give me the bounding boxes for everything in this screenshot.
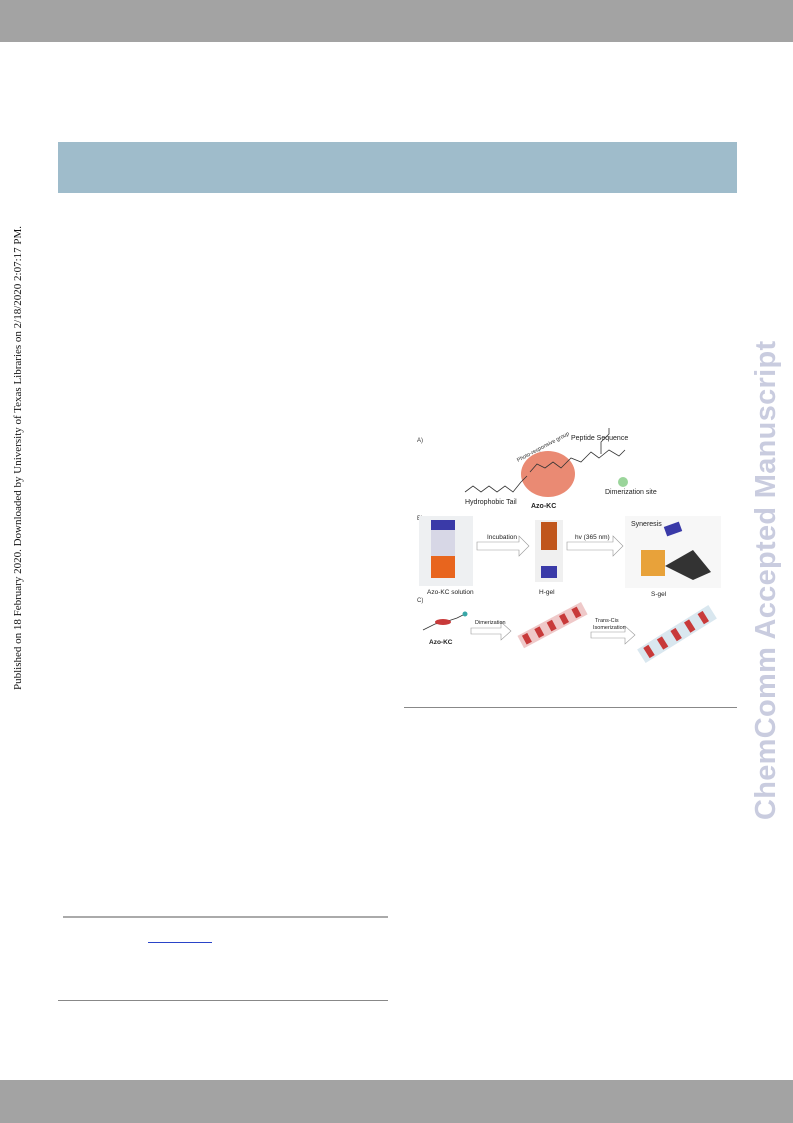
dimerization-site-marker bbox=[618, 477, 628, 487]
solution-vial-liquid bbox=[431, 556, 455, 578]
hgel-vial-cap bbox=[541, 566, 557, 578]
footnote-rule-top bbox=[63, 916, 388, 918]
panel-c-azo-label: Azo-KC bbox=[429, 639, 453, 646]
accepted-manuscript-watermark: ChemComm Accepted Manuscript bbox=[750, 340, 782, 820]
hgel-label: H-gel bbox=[539, 589, 555, 596]
dimerization-label: Dimerization bbox=[475, 620, 506, 626]
footer-bar bbox=[0, 1080, 793, 1123]
isomerized-azo-unit bbox=[683, 619, 696, 633]
hgel-vial-gel bbox=[541, 522, 557, 550]
sgel-label: S-gel bbox=[651, 591, 667, 598]
stacked-fibril bbox=[517, 602, 588, 649]
footnote-rule-bottom bbox=[58, 1000, 388, 1001]
incubation-label: Incubation bbox=[487, 534, 517, 541]
figure-graphic: A) Photo-responsive group Peptide Sequen… bbox=[417, 428, 721, 664]
isomerized-azo-unit bbox=[656, 636, 669, 650]
fibril-azo-unit bbox=[559, 613, 570, 625]
panel-c-label: C) bbox=[417, 598, 423, 604]
incubation-arrow bbox=[476, 535, 530, 557]
solution-label: Azo-KC solution bbox=[427, 589, 474, 596]
hydrophobic-chain bbox=[464, 475, 528, 493]
isomerized-azo-unit bbox=[697, 610, 710, 625]
azo-highlight bbox=[521, 451, 575, 497]
irradiation-arrow bbox=[566, 535, 624, 557]
syneresis-label: Syneresis bbox=[631, 521, 662, 528]
figure-caption-rule bbox=[404, 707, 737, 708]
hydrophobic-tail-label: Hydrophobic Tail bbox=[465, 499, 517, 506]
isomerization-label: Isomerization bbox=[593, 625, 626, 631]
fibril-azo-unit bbox=[571, 606, 582, 619]
publication-note: Published on 18 February 2020. Downloade… bbox=[12, 225, 24, 690]
panel-a-label: A) bbox=[417, 438, 423, 444]
isomerized-fibril bbox=[637, 604, 717, 664]
hv-label: hv (365 nm) bbox=[575, 534, 610, 541]
sgel-vial-liquid bbox=[641, 550, 665, 576]
peptide-backbone bbox=[529, 449, 626, 473]
header-bar bbox=[0, 0, 793, 42]
sgel-vial-cap bbox=[663, 521, 683, 537]
azo-kc-dimer-site bbox=[462, 611, 468, 617]
trans-cis-label: Trans-Cis bbox=[595, 618, 619, 624]
isomerized-azo-unit bbox=[643, 644, 655, 659]
dimerization-site-label: Dimerization site bbox=[605, 489, 657, 496]
fibril-azo-unit bbox=[546, 619, 557, 632]
isomerization-arrow bbox=[590, 625, 636, 645]
title-banner bbox=[58, 142, 737, 193]
azo-kc-azo-unit bbox=[435, 619, 451, 625]
isomerized-azo-unit bbox=[670, 627, 682, 642]
figure: A) Photo-responsive group Peptide Sequen… bbox=[415, 420, 733, 682]
fibril-azo-unit bbox=[534, 626, 545, 638]
solution-vial-cap bbox=[431, 520, 455, 530]
sgel-clip bbox=[665, 550, 711, 580]
solution-vial-glass bbox=[431, 530, 455, 556]
footnote-link[interactable] bbox=[148, 930, 212, 944]
azo-kc-label: Azo-KC bbox=[531, 503, 556, 510]
lysine-side-chain bbox=[600, 428, 610, 454]
peptide-sequence-label: Peptide Sequence bbox=[571, 435, 628, 442]
fibril-azo-unit bbox=[521, 632, 532, 645]
dimerization-arrow bbox=[470, 621, 512, 641]
